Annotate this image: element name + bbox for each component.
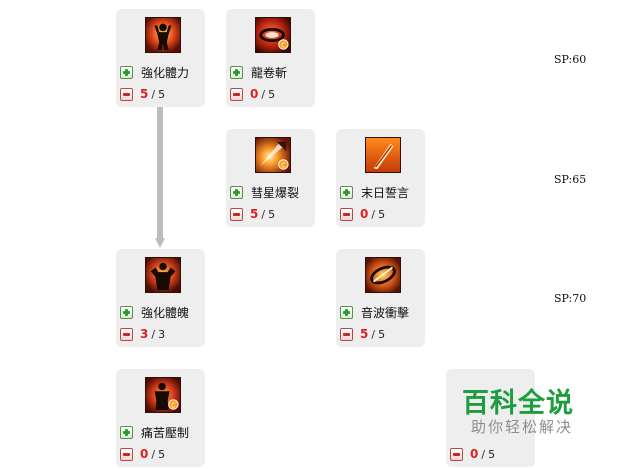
sp-label-tier2: SP:65: [554, 173, 587, 186]
level-separator: /: [481, 447, 486, 461]
pain-suppress-icon[interactable]: C: [145, 377, 181, 413]
current-level: 0: [250, 87, 259, 101]
current-level: 5: [140, 87, 149, 101]
remove-point-button[interactable]: [340, 207, 353, 221]
svg-text:C: C: [281, 161, 286, 169]
level-separator: /: [261, 87, 266, 101]
remove-point-button[interactable]: [120, 327, 133, 341]
prerequisite-arrow: [155, 107, 165, 248]
add-point-button[interactable]: [230, 65, 243, 79]
max-level: 5: [268, 207, 276, 221]
level-separator: /: [261, 207, 266, 221]
skill-card-sonic-impact: 音波衝擊 5 / 5: [336, 249, 425, 347]
muscle-body-icon[interactable]: [145, 257, 181, 293]
current-level: 0: [360, 207, 369, 221]
add-point-button[interactable]: [340, 185, 353, 199]
add-point-button[interactable]: [120, 305, 133, 319]
watermark-title: 百科全说: [462, 388, 574, 419]
flexing-body-icon[interactable]: [145, 17, 181, 53]
comet-burst-icon[interactable]: C: [255, 137, 291, 173]
max-level: 5: [158, 447, 166, 461]
skill-card-pain-suppress: C 痛苦壓制 0 / 5: [116, 369, 205, 467]
sp-label-tier3: SP:70: [554, 292, 587, 305]
svg-text:C: C: [171, 401, 176, 409]
skill-name: 音波衝擊: [361, 305, 410, 320]
skill-name: 彗星爆裂: [251, 185, 300, 200]
tornado-slash-icon[interactable]: C: [255, 17, 291, 53]
max-level: 3: [158, 327, 166, 341]
remove-point-button[interactable]: [230, 87, 243, 101]
svg-text:C: C: [281, 41, 286, 49]
skill-card-doom-oath: 末日誓言 0 / 5: [336, 129, 425, 227]
add-point-button[interactable]: [230, 185, 243, 199]
current-level: 0: [140, 447, 149, 461]
skill-card-comet-burst: C 彗星爆裂 5 / 5: [226, 129, 315, 227]
max-level: 5: [488, 447, 496, 461]
remove-point-button[interactable]: [340, 327, 353, 341]
sp-label-tier1: SP:60: [554, 53, 587, 66]
current-level: 3: [140, 327, 149, 341]
remove-point-button[interactable]: [120, 447, 133, 461]
skill-name: 強化體力: [141, 65, 190, 80]
max-level: 5: [378, 207, 386, 221]
skill-name: 末日誓言: [361, 185, 410, 200]
skill-name: 龍卷斬: [251, 65, 288, 80]
skill-card-physique-enhance: 強化體魄 3 / 3: [116, 249, 205, 347]
level-separator: /: [151, 327, 156, 341]
max-level: 5: [378, 327, 386, 341]
current-level: 0: [470, 447, 479, 461]
add-point-button[interactable]: [120, 65, 133, 79]
watermark-subtitle: 助你轻松解决: [471, 418, 574, 436]
remove-point-button[interactable]: [120, 87, 133, 101]
skill-name: 強化體魄: [141, 305, 190, 320]
current-level: 5: [360, 327, 369, 341]
level-separator: /: [371, 327, 376, 341]
max-level: 5: [268, 87, 276, 101]
current-level: 5: [250, 207, 259, 221]
level-separator: /: [151, 87, 156, 101]
skill-card-hidden: 0 / 5: [446, 369, 535, 467]
max-level: 5: [158, 87, 166, 101]
doom-oath-blade-icon[interactable]: [365, 137, 401, 173]
skill-name: 痛苦壓制: [141, 425, 190, 440]
remove-point-button[interactable]: [450, 447, 463, 461]
level-separator: /: [371, 207, 376, 221]
add-point-button[interactable]: [120, 425, 133, 439]
level-separator: /: [151, 447, 156, 461]
skill-card-tornado-slash: C 龍卷斬 0 / 5: [226, 9, 315, 107]
remove-point-button[interactable]: [230, 207, 243, 221]
add-point-button[interactable]: [340, 305, 353, 319]
skill-card-strength-enhance: 強化體力 5 / 5: [116, 9, 205, 107]
sonic-impact-icon[interactable]: [365, 257, 401, 293]
